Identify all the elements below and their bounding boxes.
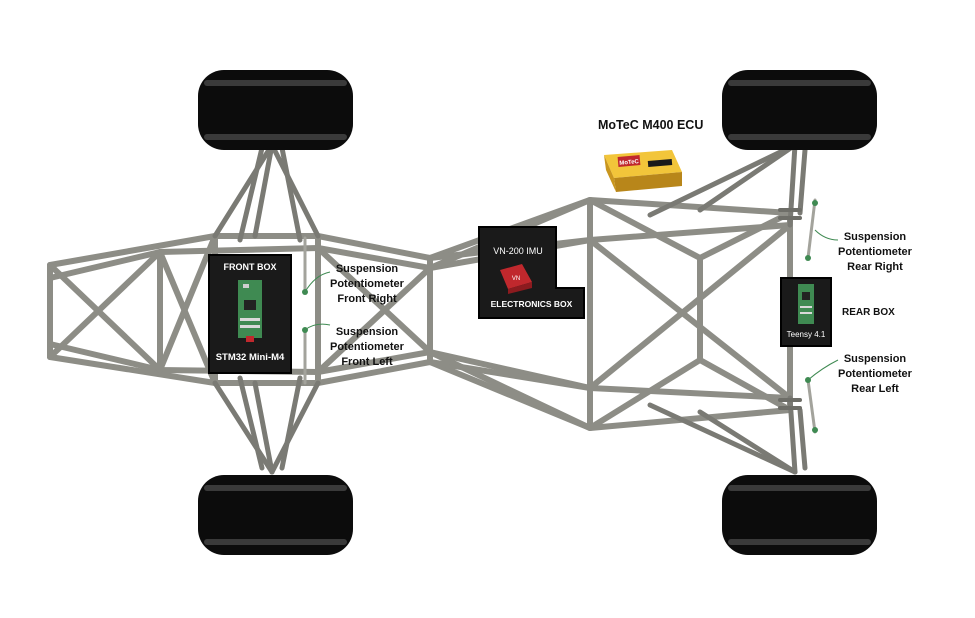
tire-front-left xyxy=(198,475,353,555)
ecu-label: MoTeC M400 ECU xyxy=(598,118,704,132)
suspension-front-left-label: Suspension Potentiometer Front Left xyxy=(330,326,404,368)
pot-rear-left-rod xyxy=(806,378,817,434)
tire-rear-right xyxy=(722,70,877,150)
front-box xyxy=(208,254,292,374)
motec-ecu-unit: MoTeC xyxy=(604,150,682,192)
svg-text:VN: VN xyxy=(512,276,520,282)
ecu-brand-text: MoTeC xyxy=(619,159,640,167)
suspension-rear-left-label: Suspension Potentiometer Rear Left xyxy=(838,353,912,395)
suspension-rear-right-label: Suspension Potentiometer Rear Right xyxy=(838,231,912,273)
electronics-box: VN xyxy=(478,226,585,319)
tires xyxy=(198,70,877,555)
tire-front-right xyxy=(198,70,353,150)
tire-rear-left xyxy=(722,475,877,555)
suspension-front-right-label: Suspension Potentiometer Front Right xyxy=(330,263,404,305)
pot-rear-right-rod xyxy=(806,198,817,260)
electronics-box-title: ELECTRONICS BOX xyxy=(490,299,573,309)
rear-box-label: REAR BOX xyxy=(842,307,895,318)
front-box-board-label: STM32 Mini-M4 xyxy=(215,352,285,363)
rear-box-board-label: Teensy 4.1 xyxy=(786,330,826,339)
imu-label: VN-200 IMU xyxy=(493,246,543,256)
front-box-title: FRONT BOX xyxy=(223,262,277,272)
rear-box xyxy=(780,277,832,347)
chassis-frame xyxy=(47,142,818,475)
vn200-imu-module: VN xyxy=(500,264,532,294)
